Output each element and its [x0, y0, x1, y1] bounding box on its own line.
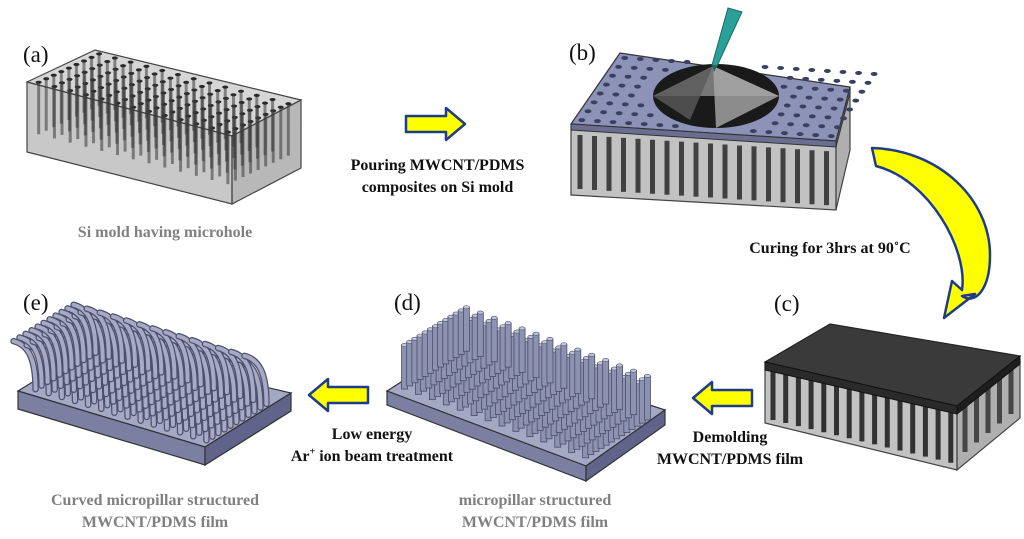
curved-micropillar-film	[10, 301, 293, 467]
step-ion-line1: Low energy	[331, 426, 413, 443]
micropillar-array	[401, 305, 651, 459]
panel-label-b: (b)	[569, 40, 596, 65]
panel-label-d: (d)	[394, 290, 421, 315]
step-demolding-line2: MWCNT/PDMS film	[656, 451, 804, 468]
caption-e-line2: MWCNT/PDMS film	[81, 514, 229, 531]
ion-charge: +	[309, 446, 316, 458]
step-demolding-line1: Demolding	[692, 429, 768, 446]
caption-d-line1: micropillar structured	[458, 492, 612, 509]
right-arrow-icon	[404, 106, 467, 142]
caption-d-line2: MWCNT/PDMS film	[461, 514, 609, 531]
step-pouring-line1: Pouring MWCNT/PDMS	[350, 157, 525, 174]
film-surface-holes	[578, 55, 878, 139]
ion-symbol: Ar	[290, 448, 310, 465]
mold-microholes	[770, 364, 1014, 463]
step-ion-beam: Low energy Ar+ ion beam treatment	[262, 424, 482, 468]
step-curing: Curing for 3hrs at 90˚C	[749, 240, 911, 257]
cured-film-on-mold	[763, 323, 1022, 472]
panel-label-e: (e)	[23, 290, 49, 315]
panel-label-c: (c)	[774, 291, 800, 316]
step-ion-line2: Ar+ ion beam treatment	[262, 446, 482, 468]
left-arrow-icon	[307, 377, 370, 413]
mold-with-poured-film	[569, 7, 878, 211]
panel-label-a: (a)	[23, 42, 49, 67]
left-arrow-icon	[691, 380, 754, 416]
step-pouring-line2: composites on Si mold	[361, 179, 514, 196]
caption-curved-film: Curved micropillar structured MWCNT/PDMS…	[10, 490, 300, 534]
curved-arrow-icon	[870, 146, 992, 320]
caption-e-line1: Curved micropillar structured	[51, 492, 259, 509]
curved-pillar-array	[10, 301, 270, 444]
step-demolding: Demolding MWCNT/PDMS film	[620, 427, 840, 471]
si-mold-block	[25, 49, 303, 205]
ion-text: ion beam treatment	[315, 448, 454, 465]
micropillar-film	[385, 305, 667, 483]
microhole-array	[35, 52, 292, 185]
caption-micropillar-film: micropillar structured MWCNT/PDMS film	[410, 490, 660, 534]
mold-microholes	[577, 135, 829, 206]
step-pouring: Pouring MWCNT/PDMS composites on Si mold	[305, 155, 570, 199]
caption-si-mold: Si mold having microhole	[77, 224, 253, 241]
pipette-icon	[711, 7, 743, 72]
